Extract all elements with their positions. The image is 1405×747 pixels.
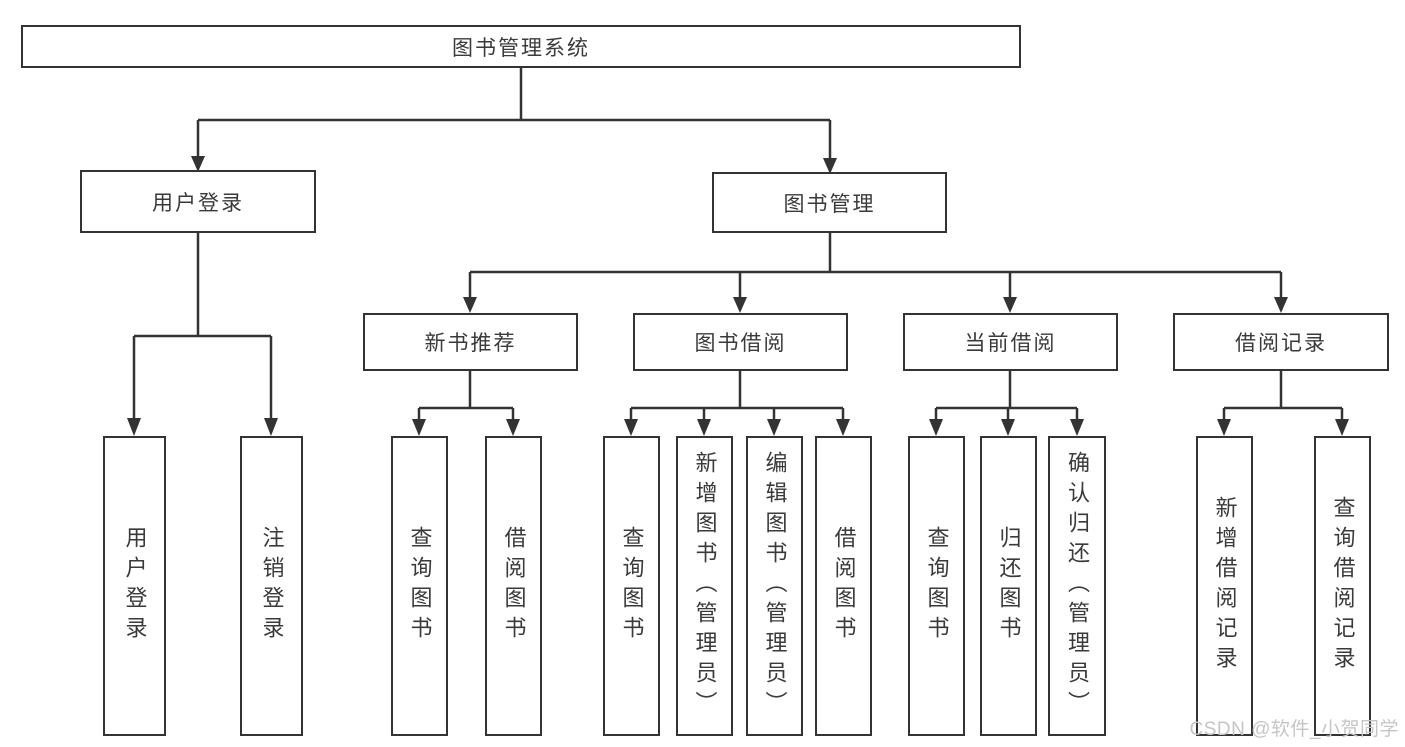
node-label: 新增图书（管理员） [692, 451, 718, 721]
node-label: 借阅图书 [501, 526, 527, 646]
csdn-watermark: CSDN @软件_小贺同学 [1189, 719, 1399, 740]
connector-borrowrecords-to-leaves [1217, 371, 1349, 436]
leaf-borrow-books-1: 借阅图书 [485, 436, 542, 736]
connector-root-to-level1 [191, 68, 837, 174]
node-label: 查询图书 [924, 526, 950, 646]
leaf-query-books-1: 查询图书 [391, 436, 448, 736]
node-label: 当前借阅 [964, 332, 1057, 355]
connector-userlogin-to-leaves [127, 233, 278, 436]
leaf-return-books: 归还图书 [980, 436, 1037, 736]
node-borrow-records: 借阅记录 [1173, 313, 1389, 371]
node-book-borrowing: 图书借阅 [633, 313, 848, 371]
leaf-logout: 注销登录 [240, 436, 303, 736]
node-book-management: 图书管理 [712, 172, 947, 233]
node-label: 借阅图书 [831, 526, 857, 646]
node-label: 图书管理系统 [452, 36, 590, 60]
node-label: 图书管理 [783, 192, 876, 216]
node-label: 用户登录 [122, 526, 148, 646]
node-label: 借阅记录 [1235, 332, 1327, 355]
connector-bookborrow-to-leaves [624, 371, 850, 436]
node-label: 编辑图书（管理员） [762, 451, 788, 721]
leaf-query-books-3: 查询图书 [908, 436, 965, 736]
node-label: 图书借阅 [694, 332, 787, 355]
leaf-borrow-books-2: 借阅图书 [815, 436, 872, 736]
node-label: 归还图书 [996, 526, 1022, 646]
leaf-query-borrow-record: 查询借阅记录 [1314, 436, 1371, 736]
node-label: 确认归还（管理员） [1065, 451, 1090, 721]
leaf-query-books-2: 查询图书 [603, 436, 660, 736]
node-label: 查询图书 [407, 526, 433, 646]
connector-currentborrow-to-leaves [929, 371, 1084, 436]
leaf-add-book-admin: 新增图书（管理员） [676, 436, 733, 736]
node-label: 新书推荐 [424, 332, 517, 355]
leaf-add-borrow-record: 新增借阅记录 [1196, 436, 1253, 736]
node-current-borrowing: 当前借阅 [903, 313, 1118, 371]
node-library-system: 图书管理系统 [21, 25, 1021, 68]
node-label: 新增借阅记录 [1212, 496, 1238, 676]
connector-newbooks-to-leaves [412, 371, 520, 436]
leaf-confirm-return-admin: 确认归还（管理员） [1048, 436, 1106, 736]
node-user-login: 用户登录 [80, 170, 316, 233]
leaf-edit-book-admin: 编辑图书（管理员） [746, 436, 803, 736]
node-label: 查询图书 [619, 526, 645, 646]
leaf-user-login: 用户登录 [103, 436, 166, 736]
node-new-book-recommend: 新书推荐 [363, 313, 578, 371]
node-label: 用户登录 [152, 191, 244, 215]
node-label: 注销登录 [259, 526, 285, 646]
connector-bookmgmt-to-level2 [463, 233, 1288, 313]
node-label: 查询借阅记录 [1330, 496, 1356, 676]
